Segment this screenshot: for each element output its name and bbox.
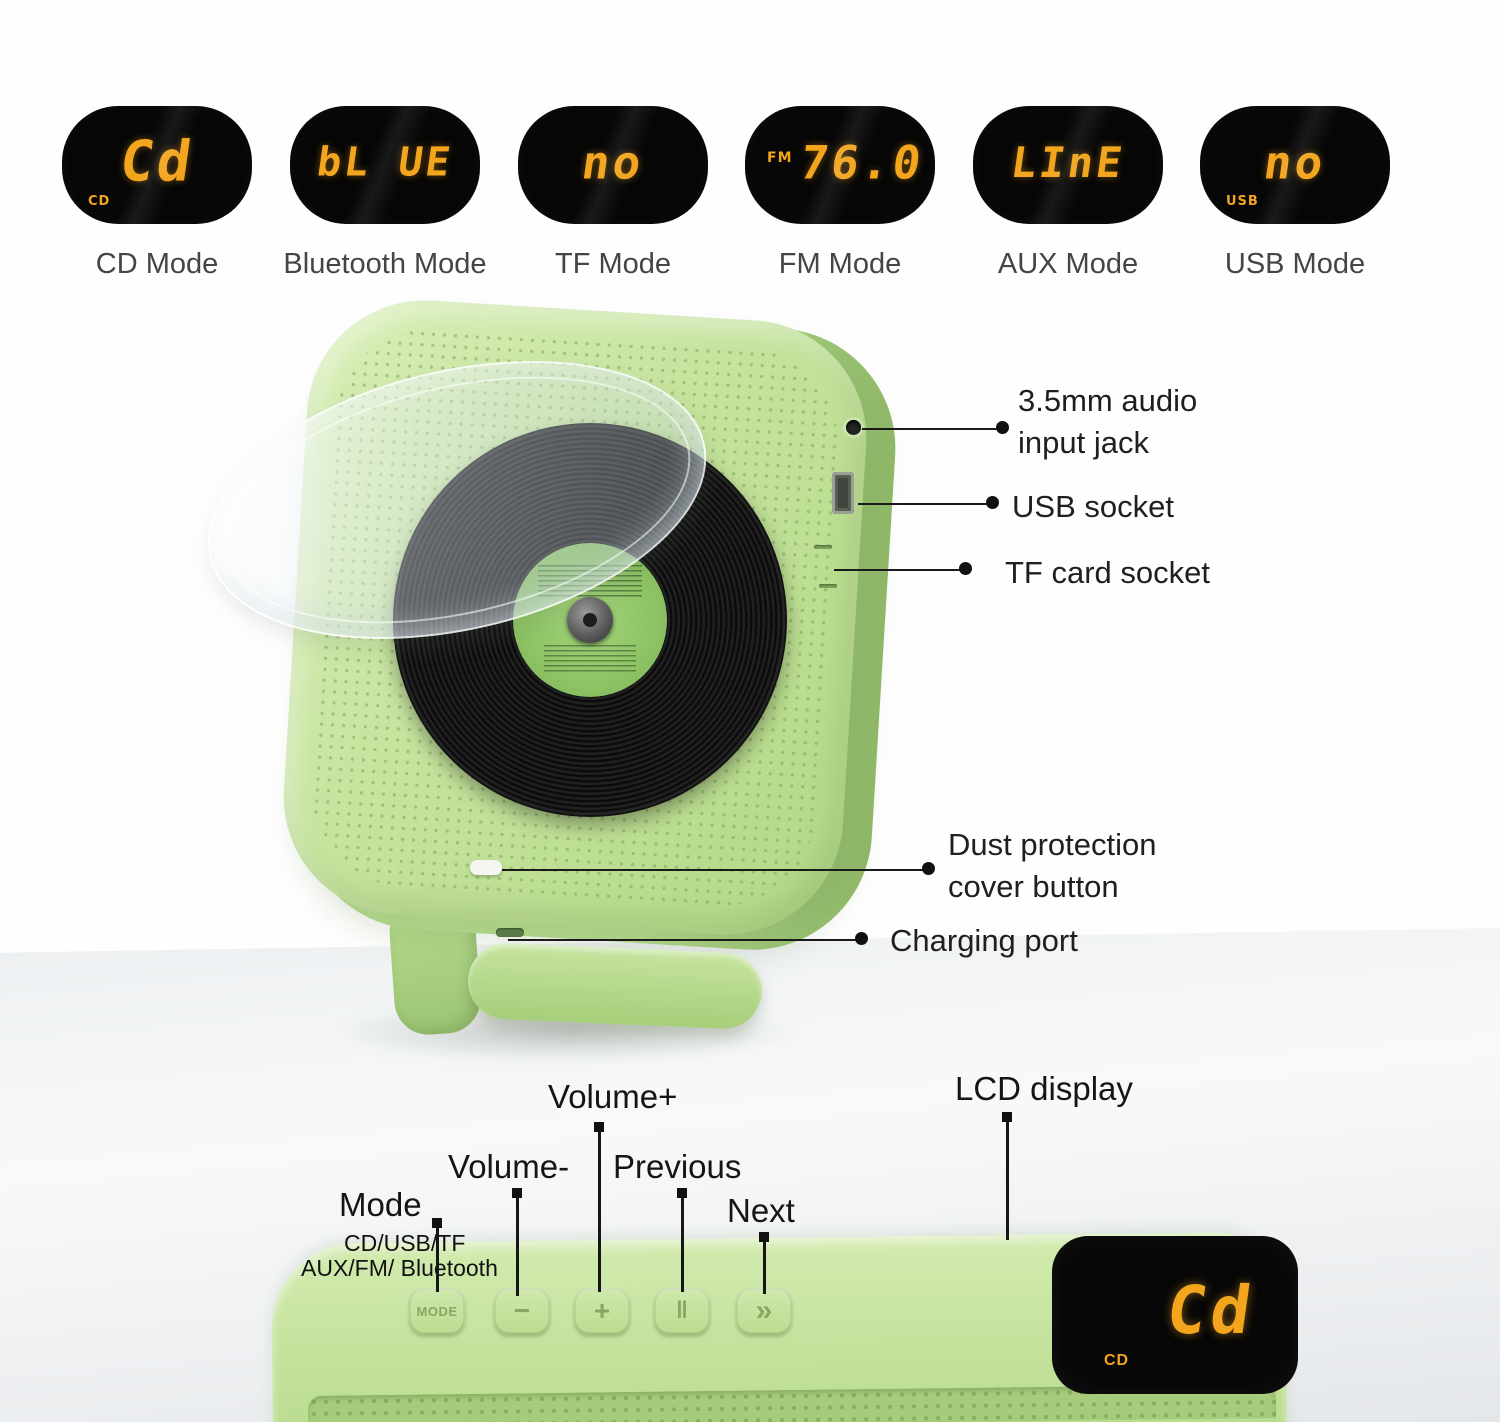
- lcd-text: Cd: [1161, 1272, 1260, 1349]
- lcd-text: no: [578, 135, 648, 190]
- callout-label-tf: TF card socket: [1005, 552, 1210, 594]
- leader-line-mode: [436, 1228, 439, 1292]
- next-button: »: [736, 1288, 792, 1334]
- previous-button: ‖: [654, 1288, 710, 1334]
- mode-item-cd: Cd CD CD Mode: [62, 106, 252, 281]
- lcd-text: no: [1260, 135, 1330, 190]
- tf-card-slot-lower: [819, 584, 837, 588]
- mode-item-tf: no TF Mode: [518, 106, 708, 281]
- callout-line-audio-jack: [862, 428, 1002, 430]
- closeup-lcd-display: Cd CD: [1052, 1236, 1298, 1394]
- bluetooth-mode-lcd: bL UE: [290, 106, 480, 224]
- leader-dot-volume-plus: [594, 1122, 604, 1132]
- leader-line-volume-plus: [598, 1132, 601, 1292]
- callout-text-line: TF card socket: [1005, 555, 1210, 590]
- label-mode-sub1: CD/USB/TF: [344, 1230, 466, 1256]
- lcd-text: LInE: [1007, 138, 1129, 188]
- label-next: Next: [727, 1192, 795, 1229]
- label-volume-plus: Volume+: [548, 1078, 678, 1115]
- callout-text-line: USB socket: [1012, 489, 1174, 524]
- lcd-tag: CD: [88, 194, 111, 209]
- callout-text-line: 3.5mm audio: [1018, 383, 1198, 418]
- dust-cover-button: [470, 860, 502, 875]
- audio-jack-port: [846, 420, 861, 435]
- tf-card-slot: [814, 545, 832, 549]
- disc-hub: [567, 597, 613, 643]
- mode-item-bluetooth: bL UE Bluetooth Mode: [283, 106, 487, 281]
- label-volume-minus: Volume-: [448, 1148, 570, 1185]
- minus-icon: −: [513, 1295, 531, 1326]
- label-mode: Mode: [339, 1186, 422, 1223]
- callout-dot-usb: [986, 496, 999, 509]
- mode-label: USB Mode: [1224, 248, 1366, 280]
- lcd-tag: CD: [1104, 1352, 1130, 1369]
- mode-button: MODE: [409, 1288, 465, 1334]
- callout-text-line: Charging port: [890, 923, 1078, 958]
- leader-line-next: [763, 1242, 766, 1294]
- callout-label-usb: USB socket: [1012, 486, 1174, 528]
- mode-item-fm: 76.0 FM FM Mode: [745, 106, 935, 281]
- callout-text-line: cover button: [948, 869, 1119, 904]
- leader-dot-mode: [432, 1218, 442, 1228]
- callout-dot-dust-cover: [922, 862, 935, 875]
- callout-dot-charging: [855, 932, 868, 945]
- leader-line-previous: [681, 1198, 684, 1292]
- callout-text-line: Dust protection: [948, 827, 1157, 862]
- lcd-text: 76.0: [796, 135, 928, 190]
- tf-mode-lcd: no: [518, 106, 708, 224]
- leader-line-lcd: [1006, 1122, 1009, 1240]
- leader-dot-lcd: [1002, 1112, 1012, 1122]
- callout-text-line: input jack: [1018, 425, 1149, 460]
- cd-mode-lcd: Cd CD: [62, 106, 252, 224]
- previous-icon: ‖: [676, 1297, 688, 1324]
- leader-dot-next: [759, 1232, 769, 1242]
- callout-line-charging: [508, 939, 862, 941]
- label-lcd-display: LCD display: [955, 1070, 1133, 1107]
- mode-label: Bluetooth Mode: [283, 248, 487, 280]
- leader-line-volume-minus: [516, 1198, 519, 1296]
- mode-button-icon: MODE: [416, 1303, 458, 1319]
- callout-line-dust-cover: [502, 869, 930, 871]
- aux-mode-lcd: LInE: [973, 106, 1163, 224]
- mode-item-aux: LInE AUX Mode: [973, 106, 1163, 281]
- volume-minus-button: −: [494, 1288, 550, 1334]
- charging-port: [496, 928, 524, 937]
- callout-dot-audio-jack: [996, 421, 1009, 434]
- mode-label: TF Mode: [554, 248, 672, 280]
- callout-line-tf: [834, 569, 966, 571]
- lcd-text: bL UE: [314, 139, 456, 186]
- label-previous: Previous: [613, 1148, 742, 1185]
- mode-label: CD Mode: [95, 248, 219, 280]
- lcd-tag: USB: [1226, 194, 1259, 209]
- volume-plus-button: +: [574, 1288, 630, 1334]
- mode-label: FM Mode: [778, 248, 902, 280]
- plus-icon: +: [593, 1295, 611, 1326]
- fm-mode-lcd: 76.0 FM: [745, 106, 935, 224]
- label-mode-sub2: AUX/FM/ Bluetooth: [301, 1255, 498, 1281]
- usb-mode-lcd: no USB: [1200, 106, 1390, 224]
- mode-label: AUX Mode: [997, 248, 1139, 280]
- leader-dot-previous: [677, 1188, 687, 1198]
- callout-line-usb: [858, 503, 992, 505]
- player-stand-front: [466, 941, 764, 1031]
- mode-item-usb: no USB USB Mode: [1200, 106, 1390, 281]
- leader-dot-volume-minus: [512, 1188, 522, 1198]
- callout-label-charging: Charging port: [890, 920, 1078, 962]
- lcd-text: Cd: [115, 129, 199, 195]
- callout-label-audio-jack: 3.5mm audio input jack: [1018, 380, 1197, 464]
- usb-port: [832, 472, 854, 514]
- lcd-tag: FM: [767, 150, 793, 166]
- callout-dot-tf: [959, 562, 972, 575]
- next-icon: »: [755, 1294, 773, 1327]
- callout-label-dust-cover: Dust protection cover button: [948, 824, 1157, 908]
